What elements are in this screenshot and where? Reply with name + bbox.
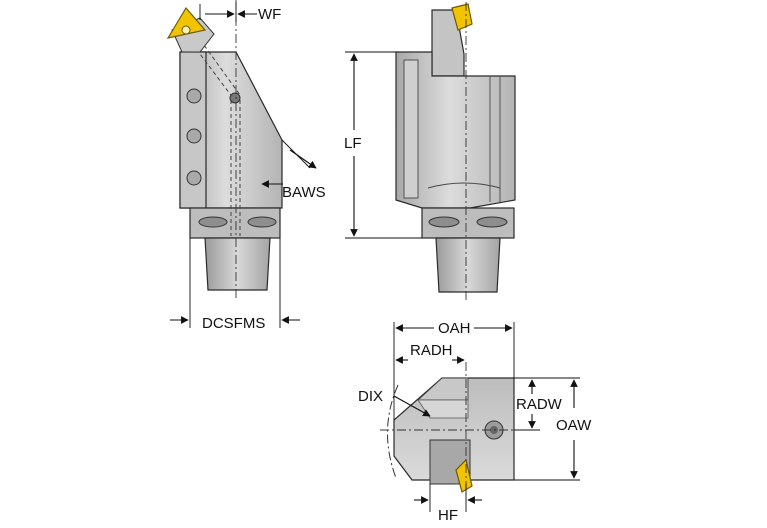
label-wf: WF [258, 6, 281, 23]
center-view: LF [344, 2, 516, 300]
left-flange-slot-right [247, 216, 277, 228]
dix-arc [387, 384, 399, 479]
label-radw: RADW [516, 396, 563, 413]
label-lf: LF [344, 135, 362, 152]
label-oah: OAH [438, 320, 471, 337]
center-body [395, 51, 516, 209]
left-flange-slot-left [198, 216, 228, 228]
center-shank [435, 237, 501, 293]
left-shank [204, 237, 271, 291]
label-dix: DIX [358, 388, 383, 405]
bottom-insert [455, 458, 473, 493]
left-hole-1 [186, 88, 202, 104]
left-hole-2 [186, 128, 202, 144]
left-view: WF BAWS DCSFMS [166, 0, 326, 332]
label-hf: HF [438, 507, 458, 523]
center-insert [451, 3, 473, 31]
label-baws: BAWS [282, 184, 326, 201]
bottom-view: OAH RADH RADW OAW DIX HF [358, 320, 592, 524]
left-coolant-channel [187, 37, 234, 99]
left-hole-3 [186, 170, 202, 186]
label-dcsfms: DCSFMS [202, 315, 265, 332]
label-radh: RADH [410, 342, 453, 359]
label-oaw: OAW [556, 417, 592, 434]
